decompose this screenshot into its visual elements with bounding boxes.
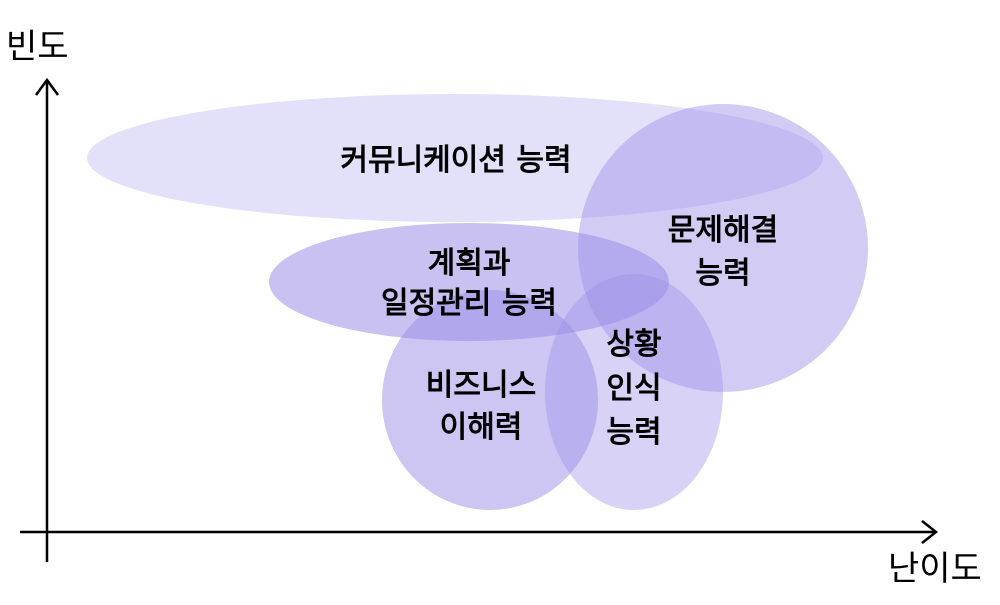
y-axis-label: 빈도: [6, 27, 69, 67]
communication-label: 커뮤니케이션 능력: [340, 143, 571, 178]
situational-label-line3: 능력: [606, 415, 661, 450]
business-label-line2: 이해력: [440, 410, 523, 445]
planning-label-line2: 일정관리 능력: [381, 286, 557, 321]
planning-label-line1: 계획과: [428, 246, 511, 281]
situational-label-line2: 인식: [606, 371, 661, 406]
y-axis-arrowhead: [34, 77, 60, 96]
problem-solving-ellipse: [578, 104, 868, 392]
x-axis-arrowhead: [921, 520, 939, 544]
situational-label-line1: 상황: [606, 327, 661, 362]
problem-solving-label-line2: 능력: [695, 256, 750, 291]
situational-ellipse: [545, 274, 723, 510]
x-axis-label: 난이도: [888, 549, 982, 589]
business-ellipse: [382, 290, 598, 510]
problem-solving-label-line1: 문제해결: [668, 213, 778, 248]
planning-ellipse: [269, 223, 669, 341]
business-label-line1: 비즈니스: [426, 368, 536, 403]
communication-ellipse: [87, 94, 823, 222]
